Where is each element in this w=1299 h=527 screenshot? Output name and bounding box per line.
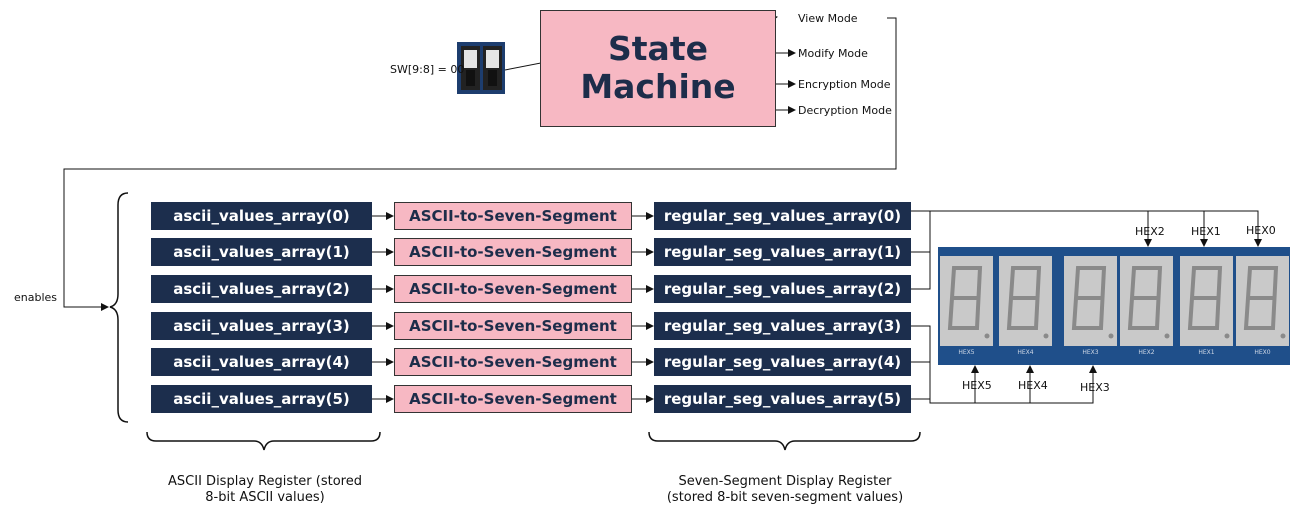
seg-register-0: regular_seg_values_array(0) — [654, 202, 911, 230]
seg-caption-line1: Seven-Segment Display Register — [678, 474, 892, 489]
hex2-label: HEX2 — [1135, 225, 1165, 238]
seg-register-3: regular_seg_values_array(3) — [654, 312, 911, 340]
seven-seg-digit: HEX0 — [1236, 256, 1289, 356]
enables-label: enables — [14, 291, 58, 304]
seg-register-4: regular_seg_values_array(4) — [654, 348, 911, 376]
ascii-register-2: ascii_values_array(2) — [151, 275, 372, 303]
output-encryption-mode: Encryption Mode — [798, 78, 891, 91]
top-hex-wiring — [911, 210, 1259, 290]
ascii-caption: ASCII Display Register (stored 8-bit ASC… — [130, 474, 400, 506]
board-hex-label: HEX5 — [958, 349, 974, 356]
row-arrows — [372, 212, 654, 403]
converter-4: ASCII-to-Seven-Segment — [394, 348, 632, 376]
registers-brace — [109, 192, 129, 423]
seven-seg-digit: HEX5 — [940, 256, 993, 356]
ascii-register-0: ascii_values_array(0) — [151, 202, 372, 230]
converter-5: ASCII-to-Seven-Segment — [394, 385, 632, 413]
hex0-label: HEX0 — [1246, 224, 1276, 237]
ascii-register-brace — [146, 431, 381, 451]
ascii-caption-line1: ASCII Display Register (stored — [168, 474, 362, 489]
seg-register-5: regular_seg_values_array(5) — [654, 385, 911, 413]
enable-path — [63, 17, 897, 311]
output-decryption-mode: Decryption Mode — [798, 104, 892, 117]
ascii-caption-line2: 8-bit ASCII values) — [205, 490, 325, 505]
board-hex-label: HEX3 — [1082, 349, 1098, 356]
state-machine-title-line1: State — [608, 29, 708, 68]
ascii-register-5: ascii_values_array(5) — [151, 385, 372, 413]
state-machine-title-line2: Machine — [580, 67, 736, 106]
state-machine-box — [540, 10, 776, 127]
board-hex-label: HEX1 — [1198, 349, 1214, 356]
switch-label: SW[9:8] = 00 — [390, 63, 465, 76]
seg-register-brace — [648, 431, 921, 451]
seg-caption: Seven-Segment Display Register (stored 8… — [630, 474, 940, 506]
seven-segment-board: HEX5 HEX4 HEX3 HEX2 HEX1 HEX0 — [938, 247, 1290, 365]
board-hex-label: HEX2 — [1138, 349, 1154, 356]
seven-seg-digit: HEX1 — [1180, 256, 1233, 356]
hex1-label: HEX1 — [1191, 225, 1221, 238]
state-machine-title: State Machine — [540, 30, 776, 106]
bottom-hex-wiring — [911, 325, 1094, 404]
hex4-label: HEX4 — [1018, 379, 1048, 392]
output-modify-mode: Modify Mode — [798, 47, 868, 60]
seg-register-1: regular_seg_values_array(1) — [654, 238, 911, 266]
converter-3: ASCII-to-Seven-Segment — [394, 312, 632, 340]
board-hex-label: HEX0 — [1254, 349, 1270, 356]
seg-caption-line2: (stored 8-bit seven-segment values) — [666, 490, 904, 505]
board-hex-label: HEX4 — [1017, 349, 1033, 356]
seg-register-2: regular_seg_values_array(2) — [654, 275, 911, 303]
seven-seg-digit: HEX4 — [999, 256, 1052, 356]
output-view-mode: View Mode — [798, 12, 858, 25]
ascii-register-1: ascii_values_array(1) — [151, 238, 372, 266]
seven-seg-digit: HEX2 — [1120, 256, 1173, 356]
ascii-register-4: ascii_values_array(4) — [151, 348, 372, 376]
ascii-register-3: ascii_values_array(3) — [151, 312, 372, 340]
switch-image — [457, 42, 505, 94]
converter-0: ASCII-to-Seven-Segment — [394, 202, 632, 230]
hex5-label: HEX5 — [962, 379, 992, 392]
converter-2: ASCII-to-Seven-Segment — [394, 275, 632, 303]
hex3-label: HEX3 — [1080, 381, 1110, 394]
converter-1: ASCII-to-Seven-Segment — [394, 238, 632, 266]
seven-seg-digit: HEX3 — [1064, 256, 1117, 356]
